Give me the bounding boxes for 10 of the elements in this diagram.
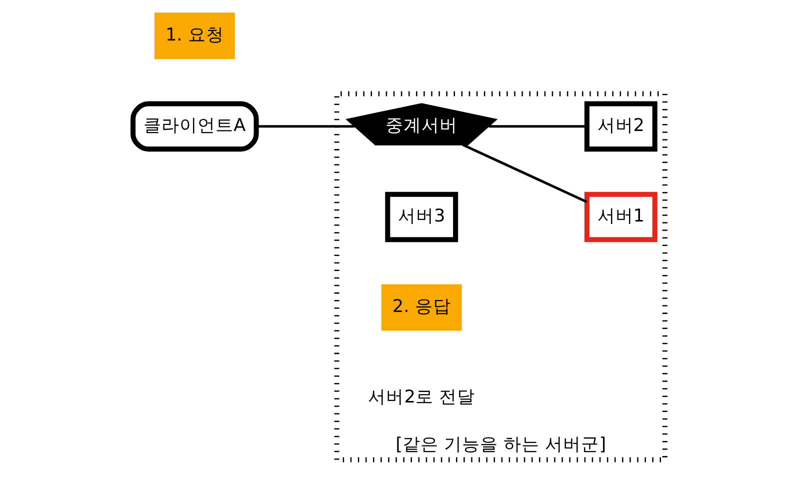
node-box: 서버2 [584, 101, 658, 152]
label: 2. 응답 [392, 297, 451, 318]
label: 1. 요청 [165, 26, 224, 46]
connector [488, 125, 587, 128]
connector [462, 144, 588, 203]
label: 서버2로 전달 [368, 388, 476, 408]
connector [256, 125, 354, 128]
node-box: 서버1 [584, 192, 658, 242]
node-box: 클라이언트A [130, 101, 259, 152]
node-box: 서버3 [385, 192, 458, 242]
